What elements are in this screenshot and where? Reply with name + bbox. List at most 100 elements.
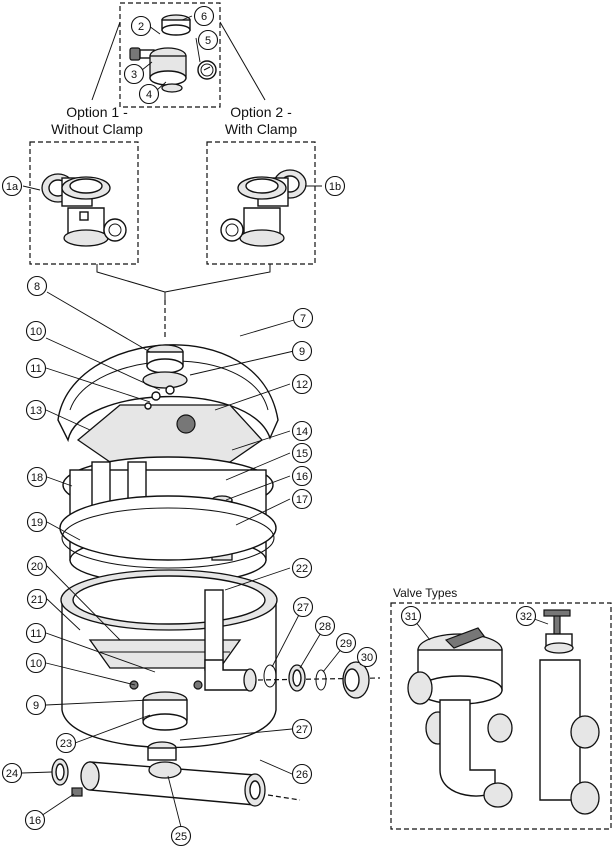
callout-c13: 13 [25,399,47,421]
option-2-box [206,141,316,265]
callout-number: 16 [29,815,41,827]
subassembly-box [119,2,221,108]
callout-c2: 2 [130,15,152,37]
callout-number: 4 [146,89,152,101]
callout-number: 5 [205,35,211,47]
callout-circle [26,511,48,533]
callout-circle [138,83,160,105]
callout-circle [335,632,357,654]
callout-circle [26,588,48,610]
callout-circle [291,488,313,510]
callout-c31: 31 [400,605,422,627]
callout-number: 14 [296,426,308,438]
callout-c27a: 27 [292,596,314,618]
callout-c30: 30 [356,646,378,668]
callout-number: 28 [319,621,331,633]
option-2-line1: Option 2 - [230,104,292,120]
callout-c29: 29 [335,632,357,654]
callout-c16b: 16 [24,809,46,831]
callout-number: 15 [296,448,308,460]
option-2-caption: Option 2 - With Clamp [196,104,326,138]
option-1-box [29,141,139,265]
drain-cap [51,758,83,797]
callout-circle [130,15,152,37]
valve-types-box [390,602,612,830]
callout-number: 18 [31,472,43,484]
option-2-line2: With Clamp [224,121,298,137]
callout-circle [26,466,48,488]
callout-c28: 28 [314,615,336,637]
callout-c17: 17 [291,488,313,510]
callout-number: 1a [6,181,19,193]
callout-c25: 25 [170,825,192,847]
callout-c1a: 1a [1,175,23,197]
callout-c26: 26 [291,763,313,785]
callout-number: 9 [299,346,305,358]
callout-circle [291,465,313,487]
callout-c12: 12 [291,373,313,395]
callout-number: 32 [520,611,532,623]
drain-manifold [80,741,266,807]
callout-circle [26,275,48,297]
callout-c10a: 10 [25,320,47,342]
callout-circle [515,605,537,627]
callout-c10b: 10 [25,652,47,674]
callout-c8: 8 [26,275,48,297]
callout-c4: 4 [138,83,160,105]
callout-number: 19 [31,517,43,529]
callout-c32: 32 [515,605,537,627]
callout-circle [292,307,314,329]
callout-number: 26 [296,769,308,781]
callout-c16a: 16 [291,465,313,487]
callout-c6: 6 [193,5,215,27]
callout-circle [291,557,313,579]
callout-number: 22 [296,563,308,575]
bottom-fittings [129,680,203,731]
callout-number: 2 [138,21,144,33]
callout-c11b: 11 [25,622,47,644]
callout-circle [25,357,47,379]
callout-c15: 15 [291,442,313,464]
callout-c23: 23 [55,732,77,754]
leader-lines [21,15,549,828]
callout-number: 13 [30,405,42,417]
callout-circle [170,825,192,847]
callout-circle [197,29,219,51]
lateral-assembly [88,589,257,692]
callout-number: 17 [296,494,308,506]
callout-number: 30 [361,652,373,664]
callout-c22: 22 [291,557,313,579]
callout-c9a: 9 [291,340,313,362]
callout-c9b: 9 [25,694,47,716]
callout-number: 29 [340,638,352,650]
callout-circle [123,63,145,85]
option-2-valve [220,169,307,247]
callout-circle [55,732,77,754]
callout-circle [24,809,46,831]
callout-circle [291,420,313,442]
callout-circle [1,175,23,197]
callout-c7: 7 [292,307,314,329]
callout-circle [291,442,313,464]
callout-c20: 20 [26,555,48,577]
callout-number: 23 [60,738,72,750]
callout-circle [25,399,47,421]
callout-number: 7 [300,313,306,325]
callout-number: 27 [297,602,309,614]
callout-circle [291,340,313,362]
option-1-caption: Option 1 - Without Clamp [22,104,172,138]
callout-circle [193,5,215,27]
callout-c24: 24 [1,762,23,784]
callout-number: 11 [30,363,41,375]
callout-circle [291,763,313,785]
callout-c27b: 27 [291,718,313,740]
callout-c11a: 11 [25,357,47,379]
callout-c3: 3 [123,63,145,85]
callout-circle [314,615,336,637]
callout-number: 10 [30,326,42,338]
callout-circle [25,320,47,342]
callout-number: 12 [296,379,308,391]
option-1-line2: Without Clamp [51,121,143,137]
callout-number: 10 [30,658,42,670]
